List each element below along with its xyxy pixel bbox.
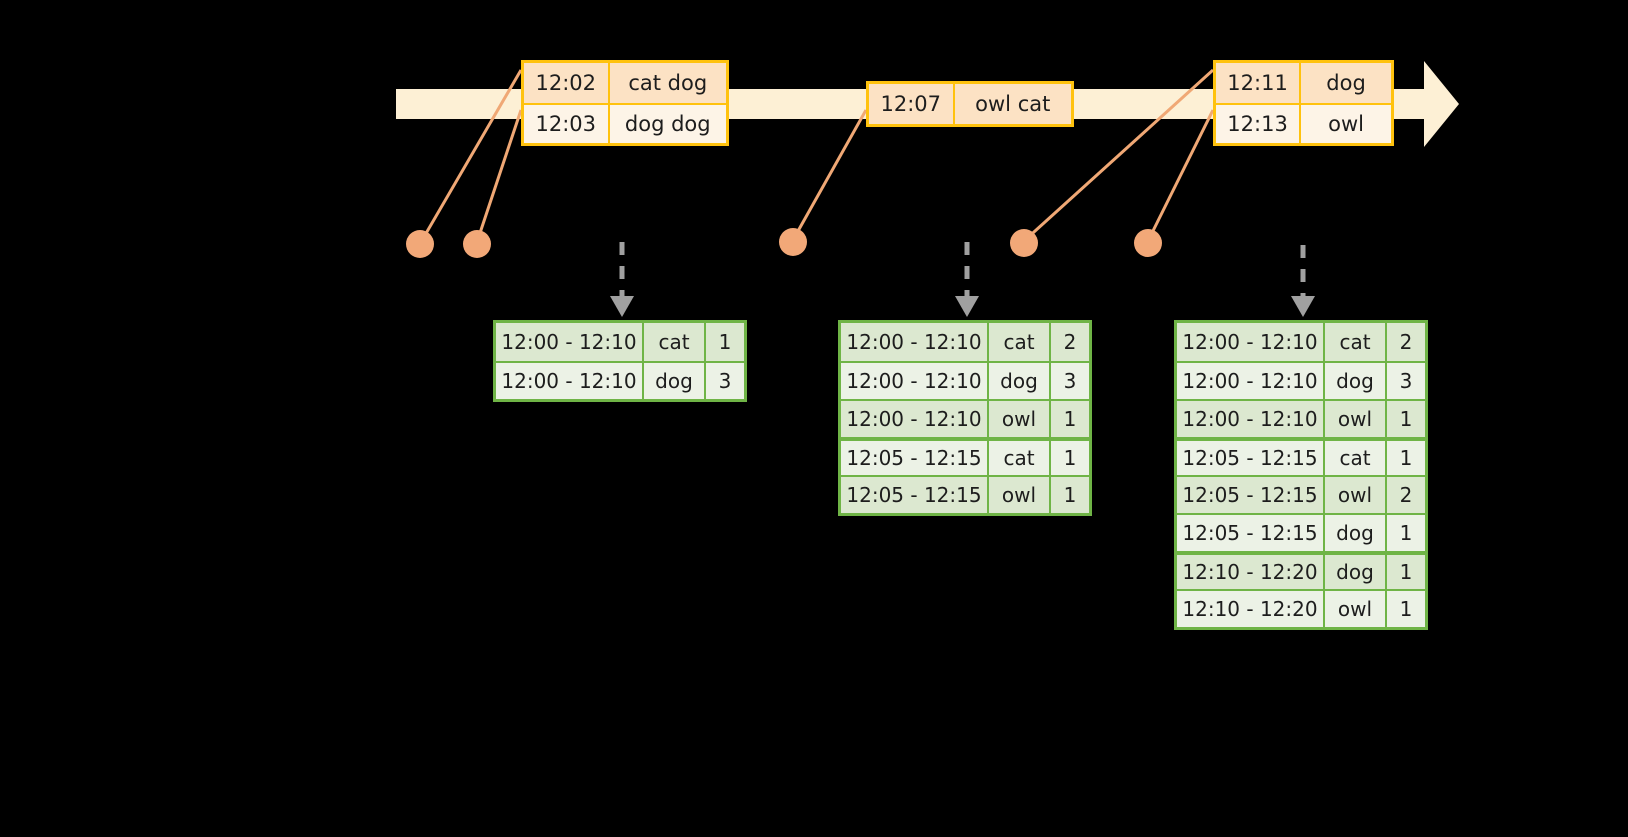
emit-arrow-3 [1291,245,1315,317]
count-cell: 3 [1051,363,1089,399]
word-cell: dog [644,363,706,399]
count-cell: 2 [1387,323,1425,361]
window-cell: 12:10 - 12:20 [1177,555,1325,589]
connector-5 [1146,109,1215,242]
connector-2 [475,109,523,243]
event-group-1[interactable]: 12:02 cat dog 12:03 dog dog [521,60,729,146]
window-cell: 12:05 - 12:15 [1177,477,1325,513]
event-time: 12:07 [869,84,955,124]
window-cell: 12:00 - 12:10 [1177,363,1325,399]
event-words: owl cat [954,84,1071,124]
event-row[interactable]: 12:02 cat dog [524,63,726,103]
connector-1 [419,69,523,243]
window-cell: 12:05 - 12:15 [1177,441,1325,475]
word-cell: dog [1325,555,1387,589]
dot-5 [1134,229,1162,257]
window-cell: 12:00 - 12:10 [496,323,644,361]
event-dots [406,228,1162,258]
dot-1 [406,230,434,258]
count-cell: 1 [1051,441,1089,475]
event-words: cat dog [609,63,726,103]
word-cell: owl [1325,591,1387,627]
event-words: owl [1301,105,1391,143]
word-cell: owl [989,477,1051,513]
window-cell: 12:00 - 12:10 [1177,401,1325,437]
event-time: 12:11 [1216,63,1302,103]
count-cell: 1 [1387,515,1425,551]
event-group-2[interactable]: 12:07 owl cat [866,81,1074,127]
emit-arrow-2 [955,242,979,317]
event-time: 12:13 [1216,105,1302,143]
word-cell: owl [1325,401,1387,437]
window-cell: 12:00 - 12:10 [1177,323,1325,361]
dot-2 [463,230,491,258]
window-cell: 12:05 - 12:15 [841,441,989,475]
word-cell: owl [989,401,1051,437]
count-cell: 1 [1051,477,1089,513]
event-time: 12:03 [524,105,610,143]
event-row[interactable]: 12:13 owl [1216,103,1391,143]
event-time: 12:02 [524,63,610,103]
window-cell: 12:00 - 12:10 [841,401,989,437]
event-group-3[interactable]: 12:11 dog 12:13 owl [1213,60,1394,146]
word-cell: cat [1325,323,1387,361]
word-cell: cat [989,441,1051,475]
dot-3 [779,228,807,256]
event-row[interactable]: 12:11 dog [1216,63,1391,103]
word-cell: dog [1325,515,1387,551]
dot-4 [1010,229,1038,257]
word-cell: cat [1325,441,1387,475]
event-words: dog dog [609,105,726,143]
window-cell: 12:00 - 12:10 [496,363,644,399]
count-cell: 1 [1387,555,1425,589]
count-cell: 1 [1051,401,1089,437]
count-cell: 1 [1387,441,1425,475]
word-cell: cat [644,323,706,361]
event-row[interactable]: 12:03 dog dog [524,103,726,143]
word-cell: owl [1325,477,1387,513]
event-row[interactable]: 12:07 owl cat [869,84,1071,124]
window-cell: 12:05 - 12:15 [1177,515,1325,551]
count-cell: 2 [1051,323,1089,361]
window-cell: 12:00 - 12:10 [841,363,989,399]
word-cell: dog [989,363,1051,399]
count-cell: 3 [1387,363,1425,399]
count-cell: 2 [1387,477,1425,513]
count-cell: 1 [1387,591,1425,627]
window-cell: 12:05 - 12:15 [841,477,989,513]
word-cell: cat [989,323,1051,361]
connector-3 [791,109,868,241]
emit-arrows [610,242,1315,317]
window-cell: 12:10 - 12:20 [1177,591,1325,627]
event-words: dog [1301,63,1391,103]
count-cell: 1 [1387,401,1425,437]
count-cell: 1 [706,323,744,361]
window-cell: 12:00 - 12:10 [841,323,989,361]
emit-arrow-1 [610,242,634,317]
word-cell: dog [1325,363,1387,399]
count-cell: 3 [706,363,744,399]
